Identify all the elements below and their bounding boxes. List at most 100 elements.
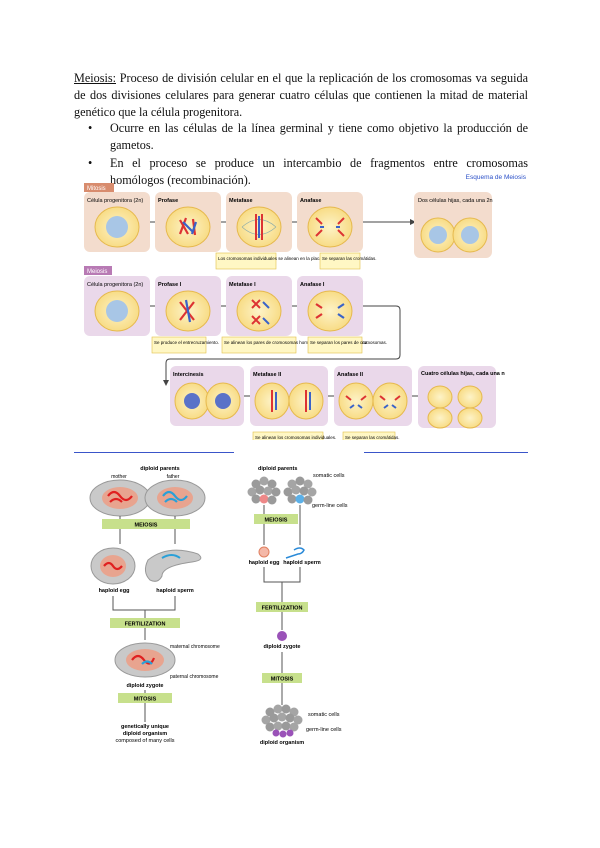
- sperm-cell: [144, 549, 202, 582]
- chromosomes: [349, 404, 397, 409]
- meiosis-definition: Meiosis: Proceso de división celular en …: [74, 70, 528, 121]
- divider-line: [74, 452, 234, 453]
- stage-label: Cuatro células hijas, cada una n: [421, 371, 505, 377]
- chromosome: [141, 660, 153, 665]
- label-diploid-organism: diploid organism: [123, 731, 167, 737]
- label-fertilization-2: FERTILIZATION: [262, 606, 303, 612]
- mitosis-bar: [262, 673, 302, 683]
- chromosomes: [251, 299, 261, 325]
- chromosomes: [271, 390, 307, 412]
- stage-label: Dos células hijas, cada una 2n: [418, 198, 493, 204]
- meiosis-bar: [102, 519, 190, 529]
- note-box: [215, 252, 277, 270]
- sperm-icon: [285, 547, 305, 559]
- bullet-list: Ocurre en las células de la línea germin…: [74, 120, 528, 190]
- note-text: Se separan los pares de cromosomas.: [310, 340, 387, 345]
- label-somatic-cells-2: somatic cells: [308, 712, 340, 718]
- chromosomes: [315, 217, 345, 237]
- chromosomes: [337, 303, 345, 319]
- stage-label: Célula progenitora (2n): [87, 282, 143, 288]
- label-paternal-chromosome: paternal chromosome: [170, 674, 219, 680]
- meiosis-tag-bg: [84, 266, 112, 275]
- nucleus: [461, 226, 479, 244]
- mitosis-meiosis-diagram: Esquema de Meiosis Mitosis Célula progen…: [84, 174, 527, 440]
- mitosis-tag: Mitosis: [87, 186, 106, 192]
- meiosis-term: Meiosis:: [74, 71, 116, 85]
- chromosome: [131, 654, 156, 665]
- nucleus: [215, 393, 231, 409]
- cell: [457, 385, 483, 409]
- label-genetically-unique: genetically unique: [121, 724, 169, 730]
- mitosis-tag-bg: [84, 183, 114, 192]
- note-box: [252, 431, 324, 440]
- chromosomes: [345, 395, 401, 401]
- chromosomes: [315, 303, 323, 319]
- label-mother: mother: [111, 474, 127, 480]
- bullet-item: Ocurre en las células de la línea germin…: [74, 120, 528, 154]
- stage-label: Anafase I: [300, 282, 325, 288]
- chromosomes: [162, 490, 188, 503]
- meiosis-row-2: Intercinesis Metafase II Anafase II Cuat…: [170, 366, 505, 440]
- arrow-head: [410, 219, 416, 225]
- note-text: Se alinean los cromosomas individuales.: [255, 435, 336, 440]
- bullet-item: En el proceso se produce un intercambio …: [74, 155, 528, 189]
- note-text: Se separan las cromátidas.: [345, 435, 400, 440]
- note-text: Se separan las cromátidas.: [322, 256, 377, 261]
- divider-line: [364, 452, 528, 453]
- mother-cell: [89, 479, 151, 517]
- note-box: [319, 252, 361, 270]
- nucleus: [106, 216, 128, 238]
- father-cell: [144, 479, 206, 517]
- label-diploid-parents-2: diploid parents: [258, 466, 297, 472]
- label-haploid-egg: haploid egg: [99, 588, 130, 594]
- chromosomes: [255, 214, 263, 240]
- cell: [338, 382, 374, 420]
- note-text: Se produce el entrecruzamiento.: [154, 340, 219, 345]
- label-haploid-egg-2: haploid egg: [249, 560, 280, 566]
- cell: [307, 290, 353, 332]
- meiosis-bar: [254, 514, 298, 524]
- egg-icon: [258, 546, 270, 558]
- fertilization-bar: [256, 602, 308, 612]
- arrow: [263, 567, 301, 630]
- label-diploid-zygote: diploid zygote: [127, 683, 164, 689]
- zygote-icon: [277, 631, 287, 641]
- mitosis-row: Célula progenitora (2n) Profase Metafase…: [84, 192, 493, 270]
- note-box: [342, 431, 396, 440]
- label-haploid-sperm: haploid sperm: [156, 588, 194, 594]
- label-germ-line-cells-2: germ-line cells: [306, 727, 342, 733]
- fertilization-bar: [110, 618, 180, 628]
- diagram-link[interactable]: Esquema de Meiosis: [466, 174, 527, 181]
- stage-label: Profase: [158, 198, 178, 204]
- cell: [236, 290, 282, 332]
- label-somatic-cells: somatic cells: [313, 473, 345, 479]
- label-maternal-chromosome: maternal chromosome: [170, 644, 220, 650]
- note-box: [151, 336, 207, 354]
- nucleus: [106, 300, 128, 322]
- chromosomes: [262, 301, 270, 325]
- label-diploid-zygote-2: diploid zygote: [264, 644, 301, 650]
- cell: [427, 407, 453, 429]
- stage-label: Metafase I: [229, 282, 256, 288]
- label-mitosis: MITOSIS: [134, 697, 157, 703]
- mitosis-bar: [118, 693, 172, 703]
- meiosis-definition-text: Proceso de división celular en el que la…: [74, 71, 528, 119]
- cell: [372, 382, 408, 420]
- label-meiosis: MEIOSIS: [135, 523, 158, 529]
- chromosomes: [275, 392, 311, 410]
- label-composed-of: composed of many cells: [116, 738, 175, 744]
- label-diploid-parents: diploid parents: [140, 466, 179, 472]
- stage-label: Anafase: [300, 198, 321, 204]
- cell: [457, 407, 483, 429]
- label-father: father: [167, 474, 180, 480]
- cell: [307, 206, 353, 248]
- zygote-cell: [114, 642, 176, 678]
- parent-cell-cluster: [247, 476, 317, 505]
- nucleus: [100, 555, 126, 577]
- note-text: Se alinean los pares de cromosomas homól…: [224, 340, 369, 345]
- chromosomes: [107, 490, 133, 503]
- nucleus: [126, 649, 164, 671]
- arrow-head: [163, 380, 169, 386]
- nucleus: [157, 487, 193, 509]
- label-mitosis-2: MITOSIS: [271, 677, 294, 683]
